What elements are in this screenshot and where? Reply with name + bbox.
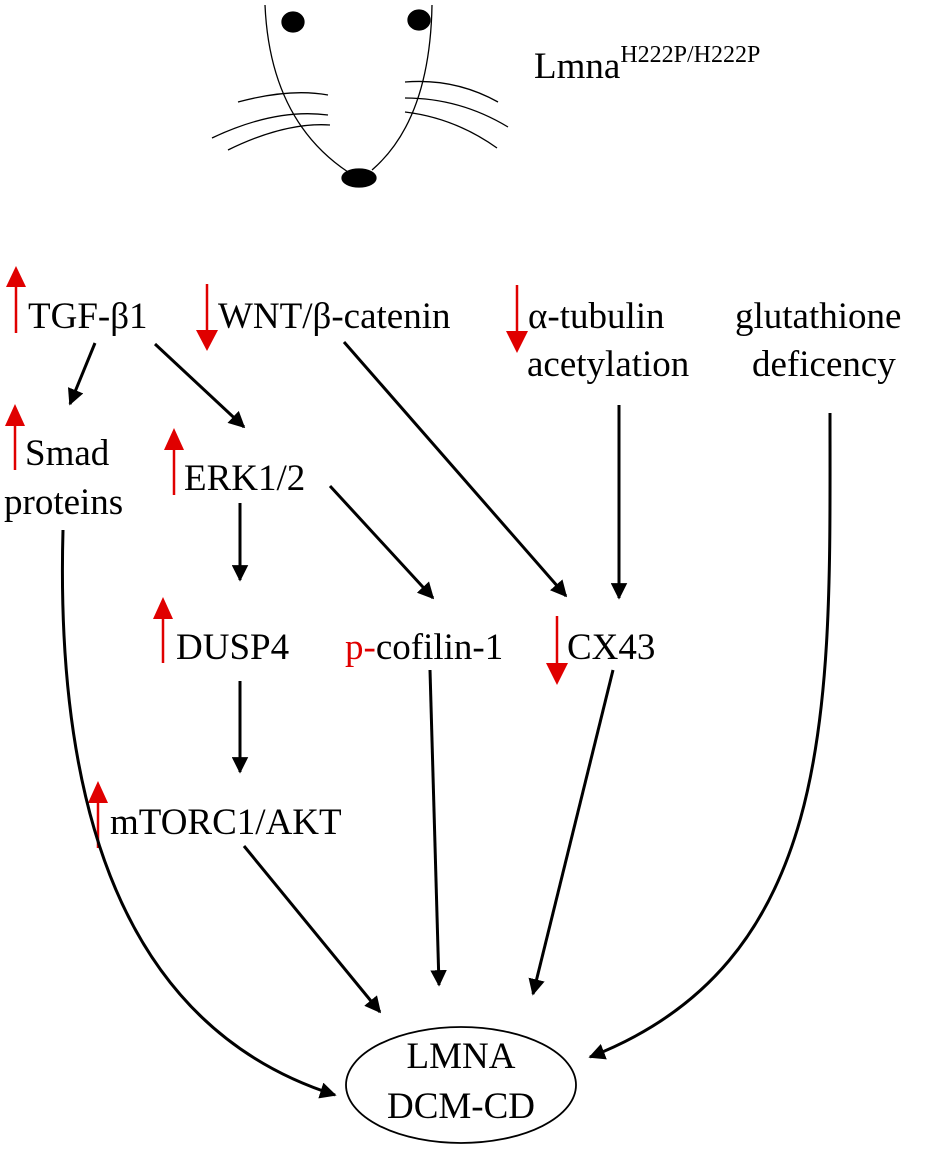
node-tubulin-line1: α-tubulin	[528, 296, 665, 337]
node-smad-line2: proteins	[4, 482, 123, 523]
arrow-glutathione-to-outcome	[588, 412, 832, 1060]
smad-up-arrow	[5, 404, 25, 470]
outcome-ellipse	[345, 1026, 577, 1144]
outcome-node: LMNA DCM-CD	[345, 1026, 577, 1144]
wnt-down-arrow	[196, 284, 218, 351]
mouse-nose	[341, 168, 377, 188]
node-glutathione-line1: glutathione	[735, 296, 901, 337]
node-smad-line1: Smad	[25, 433, 110, 474]
node-dusp4: DUSP4	[176, 627, 289, 668]
node-mtorc1-akt: mTORC1/AKT	[110, 802, 342, 843]
node-p-cofilin-1: p-cofilin-1	[345, 627, 503, 668]
erk-up-arrow	[164, 428, 184, 495]
outcome-line1: LMNA	[407, 1036, 516, 1077]
arrow-tgf-to-erk	[153, 342, 246, 429]
regulation-arrows	[5, 266, 568, 848]
tubulin-down-arrow	[506, 285, 528, 353]
node-glutathione-line2: deficency	[752, 344, 896, 385]
cx43-down-arrow	[546, 616, 568, 685]
mouse-face-left-outline	[264, 4, 349, 173]
node-erk12: ERK1/2	[184, 458, 305, 499]
mouse-right-whiskers	[404, 80, 509, 149]
mouse-left-eye	[281, 11, 305, 33]
node-tgf-beta1: TGF-β1	[28, 296, 148, 337]
arrow-mtorc-to-outcome	[242, 845, 382, 1014]
node-cx43: CX43	[567, 627, 655, 668]
arrow-smad-to-outcome	[60, 529, 337, 1099]
tgf-up-arrow	[6, 266, 26, 333]
arrow-cx43-to-outcome	[528, 669, 615, 996]
arrow-erk-to-cofilin	[328, 484, 435, 600]
mouse-right-eye	[407, 9, 431, 31]
mouse-illustration	[211, 4, 509, 188]
arrow-cofilin-to-outcome	[428, 669, 447, 987]
node-wnt-beta-catenin: WNT/β-catenin	[218, 296, 451, 337]
dusp4-up-arrow	[153, 597, 173, 663]
node-tubulin-line2: acetylation	[527, 344, 689, 385]
genotype-label: LmnaH222P/H222P	[534, 42, 760, 87]
arrow-tgf-to-smad	[67, 342, 97, 406]
mouse-left-whiskers	[211, 92, 331, 151]
node-labels: TGF-β1 WNT/β-catenin α-tubulin acetylati…	[4, 296, 901, 843]
mouse-face-right-outline	[371, 4, 433, 171]
arrow-wnt-to-cx43	[342, 341, 568, 598]
outcome-line2: DCM-CD	[387, 1086, 535, 1127]
pathway-arrows	[60, 341, 832, 1099]
